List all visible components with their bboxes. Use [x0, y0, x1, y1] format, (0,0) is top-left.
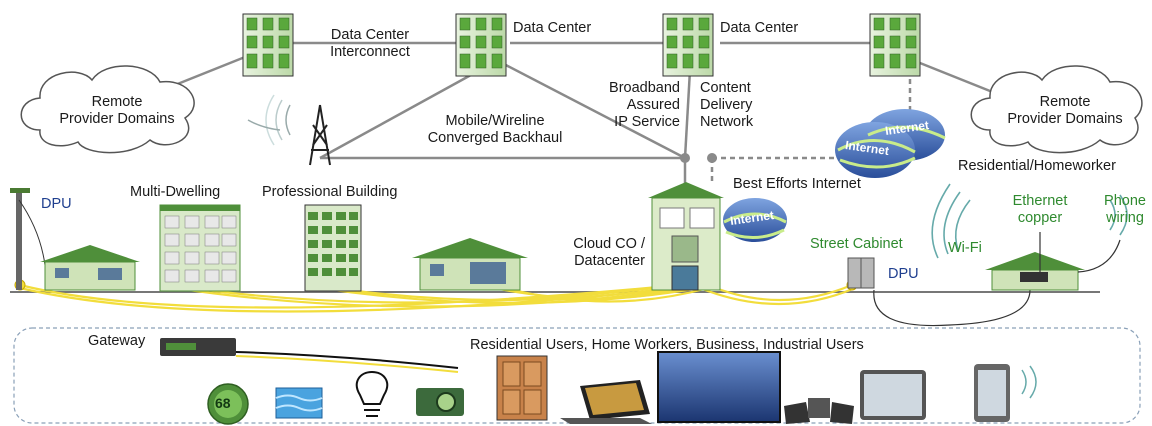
label-backhaul: Mobile/Wireline Converged Backhaul: [427, 113, 563, 146]
label-wifi: Wi-Fi: [948, 240, 982, 256]
core-links: [149, 41, 1001, 185]
label-residential-homeworker: Residential/Homeworker: [958, 158, 1116, 174]
door-panel-icon: [496, 355, 548, 421]
label-phone-wiring: Phone wiring: [1104, 193, 1146, 226]
tablet-icon: [860, 370, 926, 420]
smartphone-icon: [974, 364, 1037, 422]
data-center-rack-2: [455, 13, 507, 77]
phone-wiring-waves: [1109, 194, 1128, 236]
laptop-icon: [560, 380, 652, 424]
label-data-center-1: Data Center: [513, 20, 592, 36]
label-multi-dwelling: Multi-Dwelling: [130, 184, 221, 200]
light-bulb-icon: [355, 370, 389, 417]
gateway-device-icon: [160, 338, 459, 373]
house-icon-2: [412, 238, 528, 291]
label-cloud-co: Cloud CO / Datacenter: [573, 236, 645, 269]
cell-tower-icon: [247, 94, 331, 166]
data-center-rack-3: [662, 13, 714, 77]
label-dc-interconnect: Data Center Interconnect: [330, 27, 410, 60]
label-broadband: Broadband Assured IP Service: [609, 80, 680, 130]
house-icon-1: [40, 245, 140, 291]
label-remote-left: Remote Provider Domains: [59, 94, 175, 127]
thermostat-value: 68: [215, 395, 231, 411]
cloud-co-building: [648, 182, 724, 291]
label-best-efforts: Best Efforts Internet: [733, 176, 861, 192]
residential-house: [985, 232, 1121, 291]
speakers-icon: [784, 398, 854, 424]
label-remote-right: Remote Provider Domains: [1007, 94, 1123, 127]
internet-globe-icon-large: [835, 109, 946, 178]
label-ethernet-copper: Ethernet copper: [1012, 193, 1068, 226]
projector-icon: [416, 388, 464, 416]
fiber-lines: [19, 283, 856, 313]
label-cdn: Content Delivery Network: [700, 80, 754, 130]
cloud-icon-right: [970, 65, 1143, 154]
internet-globe-icon-small: [723, 198, 787, 242]
multi-dwelling-building: [159, 204, 241, 292]
label-gateway: Gateway: [88, 333, 146, 349]
label-dpu-right: DPU: [888, 266, 919, 282]
professional-building: [304, 204, 362, 292]
utility-pole-icon: [10, 188, 46, 290]
label-dpu-left: DPU: [41, 196, 72, 212]
street-cabinet: [847, 257, 1031, 327]
data-center-rack-1: [242, 13, 294, 77]
water-icon: [275, 387, 323, 419]
thermostat-icon: [207, 383, 249, 425]
data-center-rack-4: [869, 13, 921, 77]
wifi-icon: [931, 183, 971, 259]
television-icon: [657, 351, 781, 423]
label-street-cabinet: Street Cabinet: [810, 236, 903, 252]
label-professional-building: Professional Building: [262, 184, 398, 200]
cloud-icon-left: [20, 65, 195, 154]
label-users: Residential Users, Home Workers, Busines…: [470, 337, 864, 353]
label-data-center-2: Data Center: [720, 20, 799, 36]
